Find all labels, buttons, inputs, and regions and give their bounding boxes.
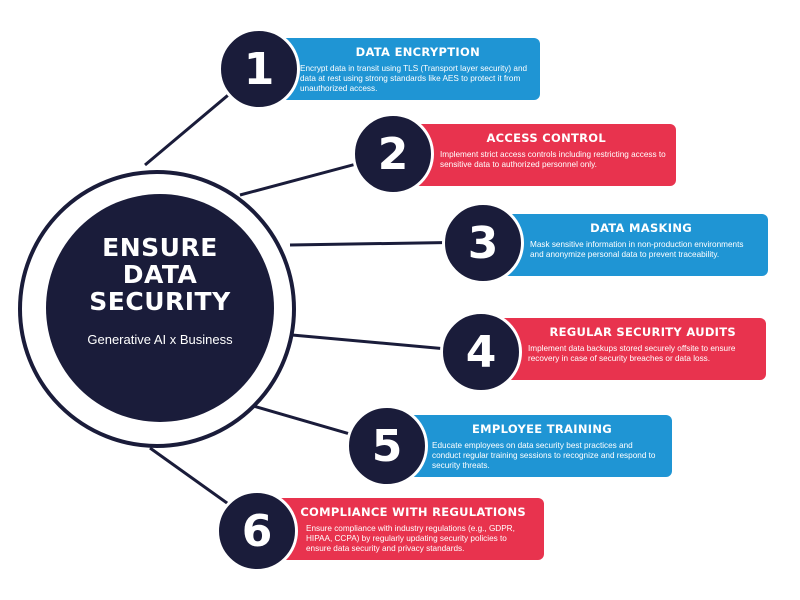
step-number-badge: 3 <box>442 202 524 284</box>
step-title: DATA ENCRYPTION <box>355 45 480 59</box>
step-number-badge: 2 <box>352 113 434 195</box>
step-number-badge: 4 <box>440 311 522 393</box>
central-hub: ENSURE DATA SECURITY Generative AI x Bus… <box>46 194 274 422</box>
step-description: Mask sensitive information in non-produc… <box>530 240 744 259</box>
hub-subtitle: Generative AI x Business <box>87 332 233 347</box>
step-card-2: ACCESS CONTROL Implement strict access c… <box>392 124 676 186</box>
step-title: DATA MASKING <box>590 221 692 235</box>
hub-title-line: DATA <box>122 260 198 289</box>
hub-title-line: SECURITY <box>89 287 231 316</box>
step-card-6: COMPLIANCE WITH REGULATIONS Ensure compl… <box>262 498 544 560</box>
step-description: Encrypt data in transit using TLS (Trans… <box>300 64 528 93</box>
step-number-badge: 5 <box>346 405 428 487</box>
step-number-badge: 6 <box>216 490 298 572</box>
step-description: Implement data backups stored securely o… <box>528 344 736 363</box>
step-description: Implement strict access controls includi… <box>440 150 666 169</box>
step-description: Educate employees on data security best … <box>432 441 656 470</box>
hub-title-line: ENSURE <box>102 233 218 262</box>
step-title: REGULAR SECURITY AUDITS <box>549 325 736 339</box>
step-number-badge: 1 <box>218 28 300 110</box>
hub-title: ENSURE DATA SECURITY <box>46 234 274 315</box>
step-card-1: DATA ENCRYPTION Encrypt data in transit … <box>256 38 540 100</box>
step-card-5: EMPLOYEE TRAINING Educate employees on d… <box>388 415 672 477</box>
step-title: EMPLOYEE TRAINING <box>471 422 612 436</box>
step-description: Ensure compliance with industry regulati… <box>306 524 515 553</box>
step-card-4: REGULAR SECURITY AUDITS Implement data b… <box>478 318 766 380</box>
step-title: ACCESS CONTROL <box>486 131 606 145</box>
step-title: COMPLIANCE WITH REGULATIONS <box>300 505 526 519</box>
step-card-3: DATA MASKING Mask sensitive information … <box>482 214 768 276</box>
